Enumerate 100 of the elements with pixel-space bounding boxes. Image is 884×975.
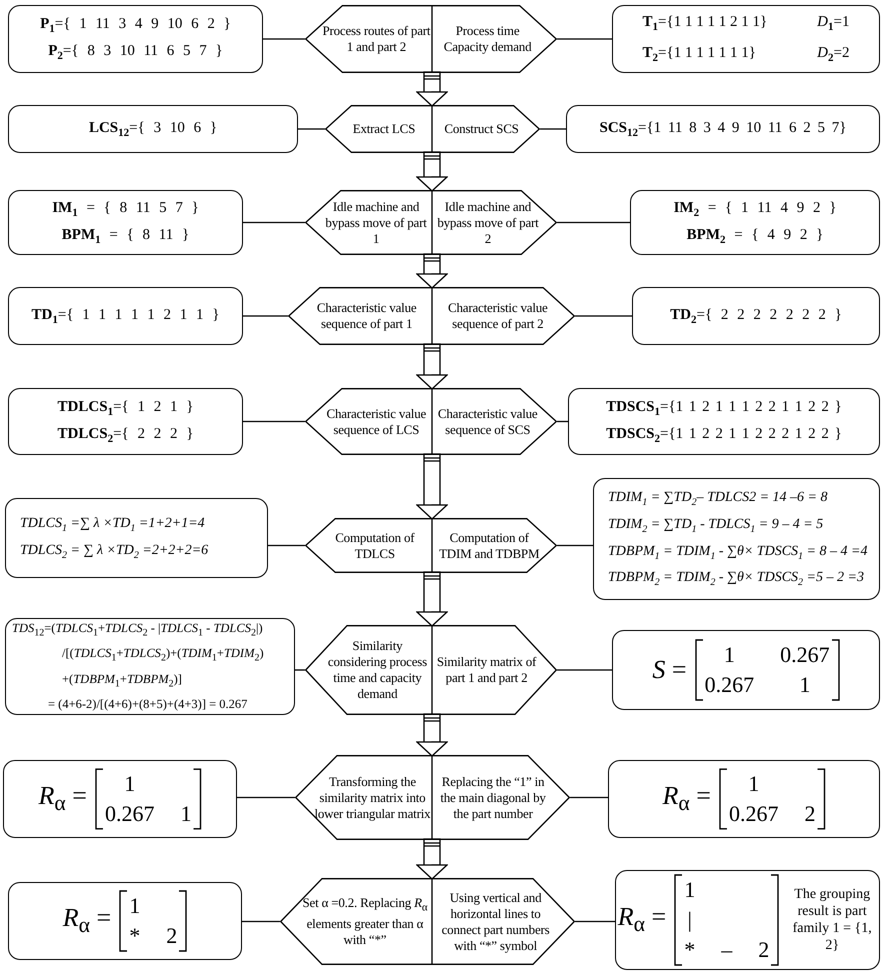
hexagon-label: Using vertical and horizontal lines to connect part numbers with “*” symbol xyxy=(440,890,550,954)
connector-line xyxy=(243,315,288,317)
set-box xyxy=(8,5,263,73)
process-hexagon xyxy=(295,755,570,840)
connector-line xyxy=(557,544,593,546)
matrix-entry: 0.267 xyxy=(104,800,154,828)
connector-line xyxy=(575,315,632,317)
set-formula: BPM$_{2}$ = { 4 9 2 } xyxy=(686,226,824,246)
hexagon-label: Characteristic value sequence of SCS xyxy=(436,406,538,438)
matrix-label: R$_{α}$ = xyxy=(662,781,711,817)
matrix-entry: 2 xyxy=(758,936,770,964)
connector-line xyxy=(540,128,566,130)
process-hexagon xyxy=(305,190,557,255)
hexagon-label: Extract LCS xyxy=(352,121,416,137)
connector-line xyxy=(237,796,295,798)
hexagon-label: Characteristic value sequence of LCS xyxy=(325,406,428,438)
hexagon-label: Computation of TDIM and TDBPM xyxy=(438,530,540,562)
matrix-entry: * xyxy=(129,922,140,950)
hollow-arrow xyxy=(416,453,448,520)
set-box xyxy=(8,190,243,255)
matrix-entry: 1 xyxy=(799,671,810,699)
formula-line: TDBPM$_{2}$ = TDIM$_{2}$ - ∑θ× TDSCS$_{2}$ =5 – 2 =3 xyxy=(608,570,865,588)
matrix-entry: 1 xyxy=(748,770,760,798)
demand-value: D$_{1}$=1 xyxy=(817,14,850,33)
matrix-entry: 2 xyxy=(804,800,816,828)
matrix-entry: 1 xyxy=(129,892,140,920)
set-box xyxy=(632,287,880,345)
process-hexagon xyxy=(305,388,557,455)
matrix-entry: | xyxy=(688,906,692,934)
matrix-entry: 0.267 xyxy=(728,800,778,828)
connector-line xyxy=(557,420,568,422)
connector-line xyxy=(557,222,630,224)
formula-line: TDS$_{12}$=(TDLCS$_{1}$+TDLCS$_{2}$ - |TDLCS$_{1}$ - TDLCS$_{2}$|) xyxy=(12,620,264,638)
formula-box xyxy=(5,618,295,715)
matrix-label: R$_{α}$ = xyxy=(62,903,112,939)
matrix-box xyxy=(612,630,880,710)
set-formula: TDSCS$_{2}$={1 1 2 2 1 1 2 2 2 1 2 2 } xyxy=(606,426,842,444)
set-box xyxy=(568,388,880,455)
set-formula: SCS$_{12}$={1 11 8 3 4 9 10 11 6 2 5 7} xyxy=(599,120,847,138)
formula-line: TDIM$_{2}$ = ∑TD$_{1}$ - TDLCS$_{1}$ = 9 – 4 = 5 xyxy=(608,516,824,534)
hollow-arrow xyxy=(416,343,448,390)
set-formula: TDLCS$_{1}$={ 1 2 1 } xyxy=(58,398,194,418)
process-hexagon xyxy=(288,287,575,345)
set-formula: TDSCS$_{1}$={1 1 2 1 1 1 2 2 1 1 2 2 } xyxy=(606,398,842,418)
matrix-entry: 0.267 xyxy=(780,641,830,669)
formula-line: TDIM$_{1}$ = ∑TD$_{2}$– TDLCS2 = 14 –6 = 8 xyxy=(608,490,828,508)
set-formula: LCS$_{12}$={ 3 10 6 } xyxy=(88,120,218,138)
hexagon-label: Idle machine and bypass move of part 2 xyxy=(436,198,540,246)
set-formula: TD$_{2}$={ 2 2 2 2 2 2 2 } xyxy=(670,306,842,326)
set-box xyxy=(612,5,880,73)
connector-line xyxy=(242,920,280,922)
matrix-entry: 1 xyxy=(684,876,696,904)
hollow-arrow xyxy=(416,571,448,627)
process-hexagon xyxy=(280,878,575,965)
hollow-arrow xyxy=(416,838,448,880)
process-hexagon xyxy=(325,105,540,153)
hexagon-label: Process time Capacity demand xyxy=(442,23,532,55)
matrix-entry: 2 xyxy=(166,922,178,950)
hollow-arrow xyxy=(416,713,448,757)
matrix-label: R$_{α}$ = xyxy=(38,781,87,817)
matrix-entry: 1 xyxy=(180,800,192,828)
set-formula: T$_{2}$={1 1 1 1 1 1 1} xyxy=(642,45,757,64)
formula-line: TDLCS$_{1}$ =∑ λ ×TD$_{1}$ =1+2+1=4 xyxy=(20,516,206,534)
connector-line xyxy=(243,222,305,224)
set-formula: P$_{1}$={ 1 11 3 4 9 10 6 2 } xyxy=(40,16,231,35)
formula-line: = (4+6-2)/[(4+6)+(8+5)+(4+3)] = 0.267 xyxy=(47,697,248,712)
hexagon-label: Idle machine and bypass move of part 1 xyxy=(324,198,428,246)
formula-line: /[(TDLCS$_{1}$+TDLCS$_{2}$)+(TDIM$_{1}$+TDIM$_{2}$) xyxy=(61,646,265,664)
process-hexagon xyxy=(305,5,557,73)
matrix-box xyxy=(8,882,242,960)
set-box xyxy=(8,287,243,345)
hexagon-label: Replacing the “1” in the main diagonal by the part number xyxy=(439,774,547,822)
formula-line: TDLCS$_{2}$ = ∑ λ ×TD$_{2}$ =2+2+2=6 xyxy=(20,542,210,560)
hexagon-label: Process routes of part 1 and part 2 xyxy=(322,23,431,55)
hexagon-label: Similarity matrix of part 1 and part 2 xyxy=(436,654,538,686)
hollow-arrow xyxy=(416,151,448,192)
matrix-entry: – xyxy=(721,936,732,964)
set-formula: IM$_{1}$ = { 8 11 5 7 } xyxy=(52,200,199,218)
matrix-entry: 1 xyxy=(124,770,136,798)
process-hexagon xyxy=(305,518,557,573)
matrix-box xyxy=(615,870,880,970)
connector-line xyxy=(575,920,615,922)
hexagon-label: Transforming the similarity matrix into lower triangular matrix xyxy=(314,774,431,822)
hexagon-label: Construct SCS xyxy=(444,121,519,137)
hollow-arrow xyxy=(416,253,448,289)
matrix-entry: 1 xyxy=(724,641,735,669)
connector-line xyxy=(268,544,305,546)
hexagon-label: Characteristic value sequence of part 1 xyxy=(316,300,418,332)
process-hexagon xyxy=(305,625,557,715)
set-box xyxy=(8,105,298,153)
matrix-box xyxy=(3,760,237,838)
connector-line xyxy=(557,38,612,40)
result-note: The grouping result is part family 1 = {1, 2} xyxy=(792,886,873,954)
matrix-label: S = xyxy=(652,655,687,685)
hexagon-label: Computation of TDLCS xyxy=(334,530,416,562)
connector-line xyxy=(243,420,305,422)
formula-box xyxy=(593,478,880,600)
formula-box xyxy=(5,498,268,578)
set-formula: TD$_{1}$={ 1 1 1 1 1 2 1 1 } xyxy=(32,306,220,326)
demand-value: D$_{2}$=2 xyxy=(817,45,850,64)
